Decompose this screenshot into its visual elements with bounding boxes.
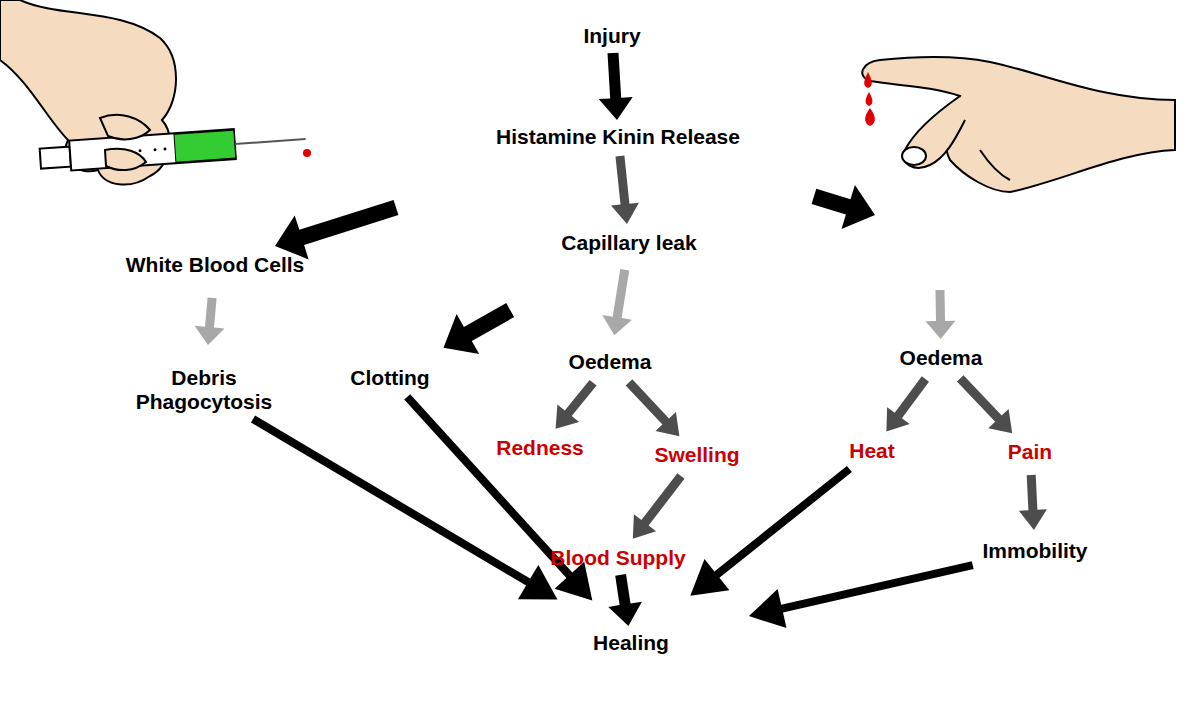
flow-arrow bbox=[404, 394, 592, 600]
arrow-shape bbox=[886, 376, 929, 431]
pricked-hand bbox=[862, 57, 1175, 192]
flow-step: Pain bbox=[1006, 439, 1054, 465]
flow-arrow bbox=[556, 380, 597, 429]
step-label: Swelling bbox=[654, 443, 739, 467]
arrow-shape bbox=[611, 156, 639, 225]
flow-arrow bbox=[195, 298, 225, 346]
step-label: Redness bbox=[496, 436, 584, 460]
blood-drop bbox=[866, 92, 873, 106]
flow-step: Healing bbox=[591, 630, 671, 656]
arrow-shape bbox=[926, 290, 956, 339]
syringe-symbol bbox=[39, 124, 306, 172]
step-label: Capillary leak bbox=[561, 231, 696, 255]
arrow-shape bbox=[195, 298, 225, 346]
step-label: Oedema bbox=[900, 346, 983, 370]
flow-arrow bbox=[602, 269, 632, 335]
blood-drop bbox=[865, 108, 875, 126]
flow-step: Oedema bbox=[567, 349, 654, 375]
thumb-nail bbox=[902, 147, 926, 165]
arrow-shape bbox=[404, 394, 592, 600]
arrow-shape bbox=[749, 561, 974, 628]
flow-arrow bbox=[444, 303, 515, 354]
flow-arrow bbox=[275, 200, 398, 260]
flow-step: Redness bbox=[494, 435, 586, 461]
step-label: Heat bbox=[849, 439, 895, 463]
finger-shape bbox=[100, 115, 150, 140]
flow-arrow bbox=[611, 156, 639, 225]
step-label: Debris Phagocytosis bbox=[124, 366, 284, 414]
flow-arrow bbox=[626, 379, 680, 436]
blood-drop bbox=[303, 149, 311, 157]
flow-arrow bbox=[690, 466, 852, 596]
flow-step: Clotting bbox=[348, 365, 431, 391]
finger-shape bbox=[105, 149, 146, 170]
flow-step: Injury bbox=[581, 23, 642, 49]
arrow-shape bbox=[957, 375, 1012, 433]
step-label: Blood Supply bbox=[550, 546, 685, 570]
arrow-shape bbox=[556, 380, 597, 429]
flow-step: Immobility bbox=[980, 538, 1089, 564]
arrow-shape bbox=[608, 574, 642, 626]
flow-arrow bbox=[633, 473, 685, 539]
arrow-shape bbox=[599, 53, 633, 120]
step-label: Pain bbox=[1008, 440, 1052, 464]
knuckle-line bbox=[980, 150, 1010, 180]
syringe-plunger bbox=[40, 147, 71, 169]
arrow-shape bbox=[626, 379, 680, 436]
syringe-needle bbox=[235, 139, 306, 144]
arrow-shape bbox=[633, 473, 685, 539]
arrow-shape bbox=[602, 269, 632, 335]
flow-arrow bbox=[886, 376, 929, 431]
step-label: Healing bbox=[593, 631, 669, 655]
flow-step: White Blood Cells bbox=[124, 252, 307, 278]
flow-step: Heat bbox=[847, 438, 897, 464]
syringe-barrel bbox=[69, 129, 236, 170]
step-label: Immobility bbox=[982, 539, 1087, 563]
flow-arrow bbox=[957, 375, 1012, 433]
flow-arrow bbox=[599, 53, 633, 120]
step-label: Injury bbox=[583, 24, 640, 48]
step-label: Clotting bbox=[350, 366, 429, 390]
flow-arrow bbox=[749, 561, 974, 628]
flow-step: Blood Supply bbox=[548, 545, 687, 571]
syringe-tick bbox=[163, 147, 166, 150]
flow-step: Capillary leak bbox=[559, 230, 698, 256]
arrow-shape bbox=[812, 185, 875, 229]
flow-arrow bbox=[1019, 475, 1047, 530]
arrow-shape bbox=[690, 466, 852, 596]
flow-arrow bbox=[608, 574, 642, 626]
flow-step: Debris Phagocytosis bbox=[122, 365, 286, 415]
arrow-shape bbox=[1019, 475, 1047, 530]
hand-shape bbox=[862, 57, 1175, 192]
flow-step: Histamine Kinin Release bbox=[494, 124, 742, 150]
arrow-shape bbox=[444, 303, 515, 354]
syringe-tick bbox=[138, 149, 141, 152]
arrow-shape bbox=[275, 200, 398, 260]
syringe-tick bbox=[153, 148, 156, 151]
step-label: White Blood Cells bbox=[126, 253, 305, 277]
blood-drop bbox=[864, 72, 872, 88]
syringe-fluid bbox=[174, 130, 236, 162]
step-label: Histamine Kinin Release bbox=[496, 125, 740, 149]
flow-step: Swelling bbox=[652, 442, 741, 468]
step-label: Oedema bbox=[569, 350, 652, 374]
flow-arrow bbox=[812, 185, 956, 339]
flow-step: Oedema bbox=[898, 345, 985, 371]
syringe-hand bbox=[0, 0, 311, 185]
